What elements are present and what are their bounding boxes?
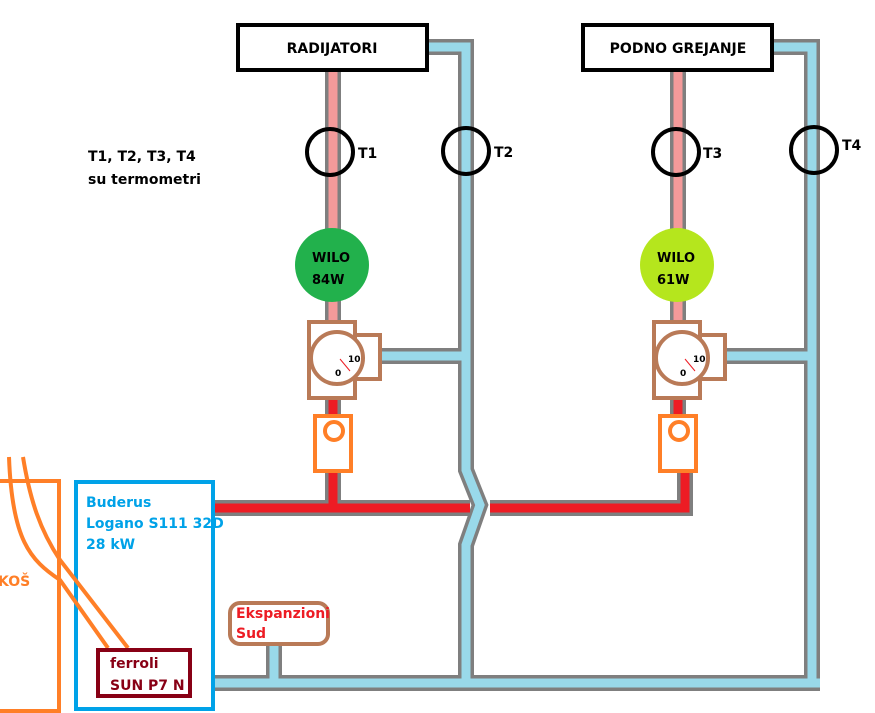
note-line1: T1, T2, T3, T4 (88, 149, 196, 165)
actuator-box (313, 414, 353, 473)
feed-line-1 (7, 456, 110, 650)
burner-label2: SUN P7 N (110, 678, 185, 694)
supply-header-right (490, 470, 690, 513)
feed-line-2 (21, 456, 130, 650)
t2-label: T2 (494, 145, 513, 161)
pump1-label2: 84W (312, 273, 344, 288)
pump-2 (640, 228, 714, 302)
radiators-label: RADIJATORI (287, 41, 378, 57)
valve-scale-max: 10 (693, 355, 706, 365)
expansion-tank (228, 601, 330, 646)
thermometer-t1 (305, 127, 355, 177)
boiler-label2: Logano S111 32D (86, 516, 224, 532)
note-line2: su termometri (88, 172, 201, 188)
valve-needle (339, 358, 351, 372)
burner-box (96, 648, 192, 698)
boiler-label1: Buderus (86, 495, 151, 511)
supply-header-right-outline (490, 470, 693, 516)
pump2-label2: 61W (657, 273, 689, 288)
return-pipe-radiators (427, 42, 485, 683)
boiler-label3: 28 kW (86, 537, 135, 553)
mixing-valve-2: 0 10 (652, 320, 727, 473)
thermometer-t3 (651, 127, 701, 177)
valve-scale-min: 0 (680, 369, 686, 379)
pipes (215, 39, 820, 691)
valve-scale-max: 10 (348, 355, 361, 365)
return-pipe-radiators-outline (427, 39, 489, 683)
expansion-label2: Sud (236, 626, 266, 642)
thermometer-t4 (789, 125, 839, 175)
actuator-knob (323, 420, 345, 442)
pump1-label1: WILO (312, 251, 350, 266)
t4-label: T4 (842, 138, 862, 154)
radiators-box (236, 23, 429, 72)
pump2-label1: WILO (657, 251, 695, 266)
expansion-label1: Ekspanzioni (236, 606, 330, 622)
valve-needle (684, 358, 696, 372)
return-pipe-floor (772, 42, 817, 683)
t3-label: T3 (703, 146, 722, 162)
floor-heating-label: PODNO GREJANJE (610, 41, 747, 57)
boiler-box (74, 480, 215, 711)
pump-1 (295, 228, 369, 302)
hopper-box (0, 479, 61, 713)
burner-label1: ferroli (110, 656, 159, 672)
valve-scale-min: 0 (335, 369, 341, 379)
hopper-label: KOŠ (0, 572, 30, 590)
mixing-valve-1: 0 10 (307, 320, 382, 473)
actuator-knob (668, 420, 690, 442)
thermometer-t2 (441, 126, 491, 176)
t1-label: T1 (358, 146, 377, 162)
floor-heating-box (581, 23, 774, 72)
